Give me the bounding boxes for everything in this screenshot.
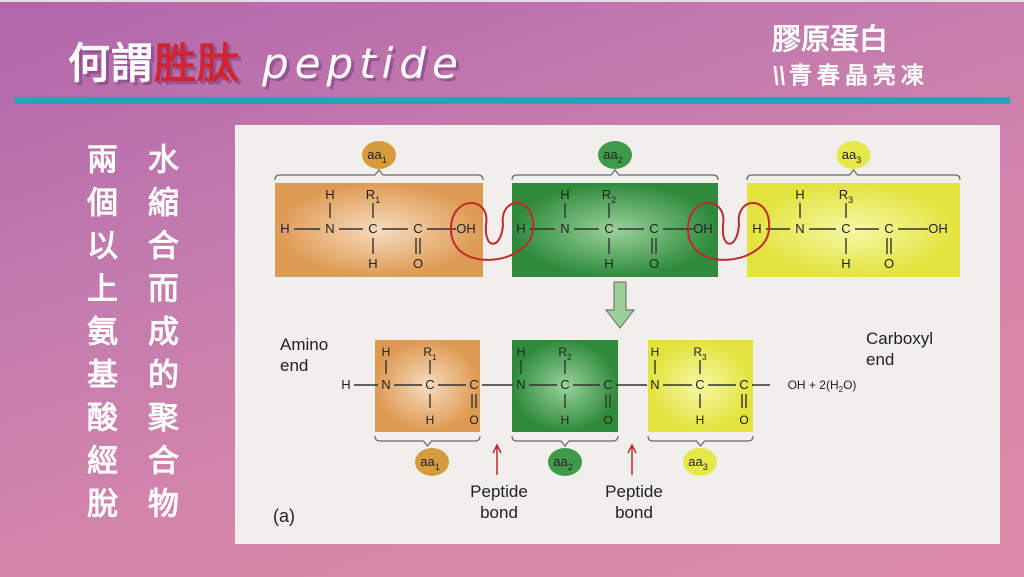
atom-h: H <box>561 413 570 427</box>
amino-end-label: end <box>280 356 308 375</box>
peptide-residue-box-1 <box>375 340 480 432</box>
slide-title: 何謂胜肽 peptide <box>68 30 464 91</box>
atom-o: O <box>413 256 423 271</box>
panel-label: (a) <box>273 506 295 526</box>
product-text: OH + 2(H2O) <box>788 378 857 394</box>
amino-acid-box-2 <box>512 183 718 277</box>
atom-n: N <box>560 221 569 236</box>
amino-acid-badge <box>836 141 871 169</box>
atom-o: O <box>603 413 612 427</box>
peptide-bond-label: Peptide <box>470 482 528 501</box>
atom-h: H <box>604 256 613 271</box>
atom-h: H <box>517 345 526 359</box>
amino-acid-box-3 <box>747 183 960 277</box>
atom-c: C <box>884 221 893 236</box>
atom-c: C <box>841 221 850 236</box>
atom-c: C <box>649 221 658 236</box>
brace <box>511 169 719 181</box>
amino-acid-box-1 <box>275 183 483 277</box>
carboxyl-end-label: Carboxyl <box>866 329 933 348</box>
atom-h: H <box>516 221 525 236</box>
peptide-bond-arrow-icon <box>627 443 637 475</box>
atom-n: N <box>325 221 334 236</box>
brace <box>274 169 484 181</box>
atom-h: H <box>368 256 377 271</box>
amino-acid-badge <box>598 141 632 169</box>
atom-n: N <box>795 221 804 236</box>
atom-n: N <box>516 377 525 392</box>
peptide-residue-box-2 <box>512 340 618 432</box>
atom-c: C <box>425 377 434 392</box>
slash-logo-icon: \\ <box>772 63 787 89</box>
atom-oh: OH <box>456 221 476 236</box>
top-border <box>0 0 1024 2</box>
atom-h: H <box>795 187 804 202</box>
atom-n: N <box>650 377 659 392</box>
amino-acid-badge <box>362 141 396 169</box>
atom-o: O <box>739 413 748 427</box>
accent-bar <box>15 97 1010 104</box>
atom-h: H <box>841 256 850 271</box>
atom-c: C <box>603 377 612 392</box>
side-text-left: 兩個以上氨基酸經脫 <box>81 143 117 530</box>
brace <box>374 435 481 447</box>
peptide-bond-label: bond <box>615 503 653 522</box>
peptide-bond-label: Peptide <box>605 482 663 501</box>
atom-h: H <box>341 377 350 392</box>
brace <box>746 169 961 181</box>
atom-h: H <box>280 221 289 236</box>
atom-h: H <box>752 221 761 236</box>
atom-h: H <box>426 413 435 427</box>
side-text-right: 水縮合而成的聚合物 <box>142 143 178 530</box>
title-prefix: 何謂 <box>68 39 155 88</box>
peptide-residue-box-3 <box>648 340 753 432</box>
carboxyl-end-label: end <box>866 350 894 369</box>
peptide-bond-arrow-icon <box>492 443 502 475</box>
atom-h: H <box>560 187 569 202</box>
amino-end-label: Amino <box>280 335 328 354</box>
brace <box>647 435 754 447</box>
brand-name: 膠原蛋白 <box>772 22 889 56</box>
atom-h: H <box>382 345 391 359</box>
brand-product-name: 青春晶亮凍 <box>788 63 929 89</box>
atom-c: C <box>560 377 569 392</box>
atom-c: C <box>695 377 704 392</box>
atom-h: H <box>696 413 705 427</box>
brace <box>511 435 619 447</box>
water-removal-loop <box>449 202 535 261</box>
atom-n: N <box>381 377 390 392</box>
amino-acid-badge <box>548 448 582 476</box>
atom-c: C <box>739 377 748 392</box>
atom-oh: OH <box>928 221 948 236</box>
atom-h: H <box>651 345 660 359</box>
peptide-bond-label: bond <box>480 503 518 522</box>
water-removal-loop <box>686 202 771 261</box>
atom-h: H <box>325 187 334 202</box>
atom-o: O <box>469 413 478 427</box>
atom-c: C <box>413 221 422 236</box>
atom-c: C <box>368 221 377 236</box>
brand-product: \\青春晶亮凍 <box>772 56 929 90</box>
amino-acid-badge <box>415 448 449 476</box>
atom-c: C <box>469 377 478 392</box>
atom-o: O <box>649 256 659 271</box>
title-highlight: 胜肽 <box>154 39 241 88</box>
title-english: peptide <box>262 39 464 88</box>
reaction-arrow-icon <box>604 281 636 329</box>
amino-acid-badge <box>683 448 717 476</box>
atom-c: C <box>604 221 613 236</box>
atom-o: O <box>884 256 894 271</box>
atom-oh: OH <box>693 221 713 236</box>
